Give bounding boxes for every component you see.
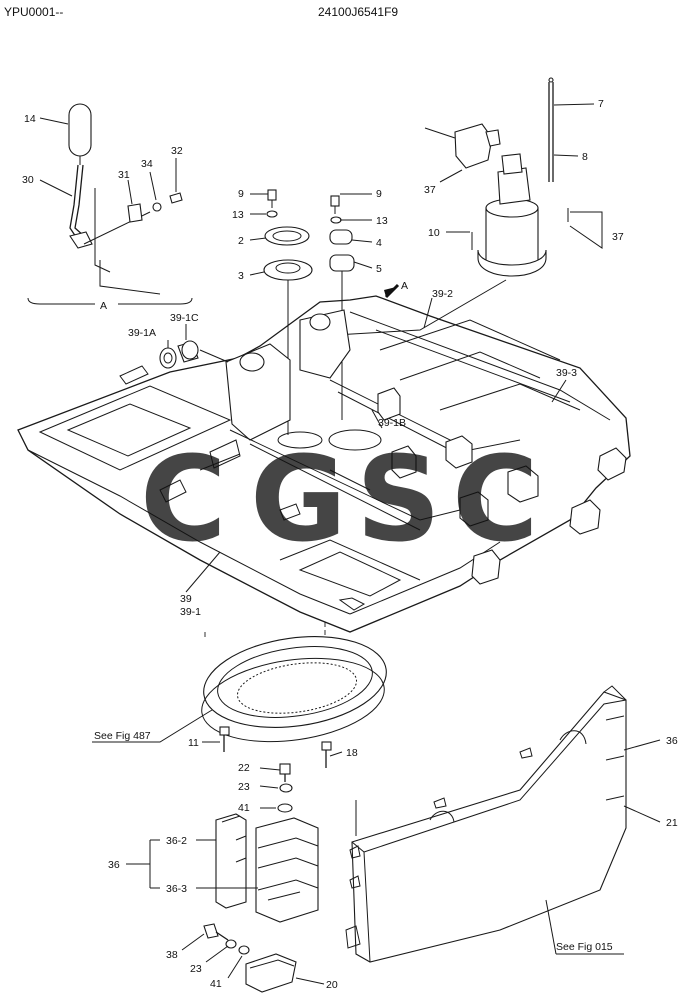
bearing-bolts (219, 726, 332, 768)
callout-32: 32 (171, 145, 183, 157)
callout-8: 8 (582, 151, 588, 163)
callout-5: 5 (376, 263, 382, 275)
callout-39-1: 39-1 (180, 606, 201, 618)
header-center-code: 24100J6541F9 (318, 5, 399, 19)
watermark-letter-s: S (356, 430, 441, 568)
callout-2: 2 (238, 235, 244, 247)
gasket-ring (264, 226, 310, 246)
counterweight (345, 685, 627, 963)
callout-9a: 9 (238, 188, 244, 200)
callout-36-2: 36-2 (166, 835, 187, 847)
callout-31: 31 (118, 169, 130, 181)
bottom-fasteners (203, 923, 297, 993)
callout-labels: 14 30 31 34 32 9 13 2 3 9 13 4 5 7 8 37 … (22, 98, 678, 991)
callout-7: 7 (598, 98, 604, 110)
callout-41b: 41 (210, 978, 222, 990)
bushing-39-1a (159, 347, 177, 369)
ref-see-fig-015: See Fig 015 (556, 941, 613, 953)
callout-39-1b: 39-1B (378, 417, 406, 429)
swing-bearing (201, 622, 387, 743)
callout-30: 30 (22, 174, 34, 186)
callout-39-1c: 39-1C (170, 312, 199, 324)
callout-39-3: 39-3 (556, 367, 577, 379)
boom-pin-bushings (159, 340, 229, 369)
lever-knob (68, 103, 92, 157)
callout-9b: 9 (376, 188, 382, 200)
ref-see-fig-487: See Fig 487 (94, 730, 151, 742)
arrow-a-label: A (401, 280, 408, 292)
callout-4: 4 (376, 237, 382, 249)
callout-36a: 36 (108, 859, 120, 871)
callout-39-1a: 39-1A (128, 327, 156, 339)
view-direction-arrow: A (384, 280, 408, 299)
guide-plate-36-2 (215, 813, 247, 909)
watermark-letter-c2: C (452, 430, 539, 568)
lever-rod (69, 164, 79, 241)
center-joint-parts-left (263, 189, 313, 435)
callout-22: 22 (238, 762, 250, 774)
callout-39: 39 (180, 593, 192, 605)
callout-11: 11 (188, 737, 199, 749)
lever-clip (127, 203, 143, 223)
lever-bolt (169, 192, 183, 204)
watermark-letter-c1: C (140, 430, 227, 568)
seal-plate (329, 229, 353, 245)
lever-washer (152, 202, 162, 212)
callout-13b: 13 (376, 215, 388, 227)
callout-36b: 36 (666, 735, 678, 747)
callout-39-2: 39-2 (432, 288, 453, 300)
header-left-code: YPU0001-- (4, 5, 64, 19)
watermark-logo: C G S C (140, 430, 539, 568)
callout-38: 38 (166, 949, 178, 961)
callout-41a: 41 (238, 802, 250, 814)
callout-23a: 23 (238, 781, 250, 793)
callout-37a: 37 (424, 184, 436, 196)
boom-foot (225, 343, 291, 441)
callout-34: 34 (141, 158, 153, 170)
callout-37b: 37 (612, 231, 624, 243)
leader-lines (39, 103, 661, 985)
detail-view-a: A (27, 103, 193, 312)
watermark-letter-g: G (250, 430, 347, 568)
callout-18: 18 (346, 747, 358, 759)
view-a-label: A (100, 300, 107, 312)
callout-23b: 23 (190, 963, 202, 975)
guide-block-parts (215, 763, 319, 923)
callout-10: 10 (428, 227, 440, 239)
callout-14: 14 (24, 113, 36, 125)
callout-20: 20 (326, 979, 338, 991)
revolving-frame (17, 295, 631, 633)
callout-13a: 13 (232, 209, 244, 221)
callout-3: 3 (238, 270, 244, 282)
center-joint-parts-right (329, 195, 355, 420)
callout-36-3: 36-3 (166, 883, 187, 895)
callout-21: 21 (666, 817, 678, 829)
swing-motor-assembly (317, 77, 569, 337)
guide-block-36-3 (255, 817, 319, 923)
stopper-block-20 (245, 953, 297, 993)
cap-plate (329, 254, 355, 272)
